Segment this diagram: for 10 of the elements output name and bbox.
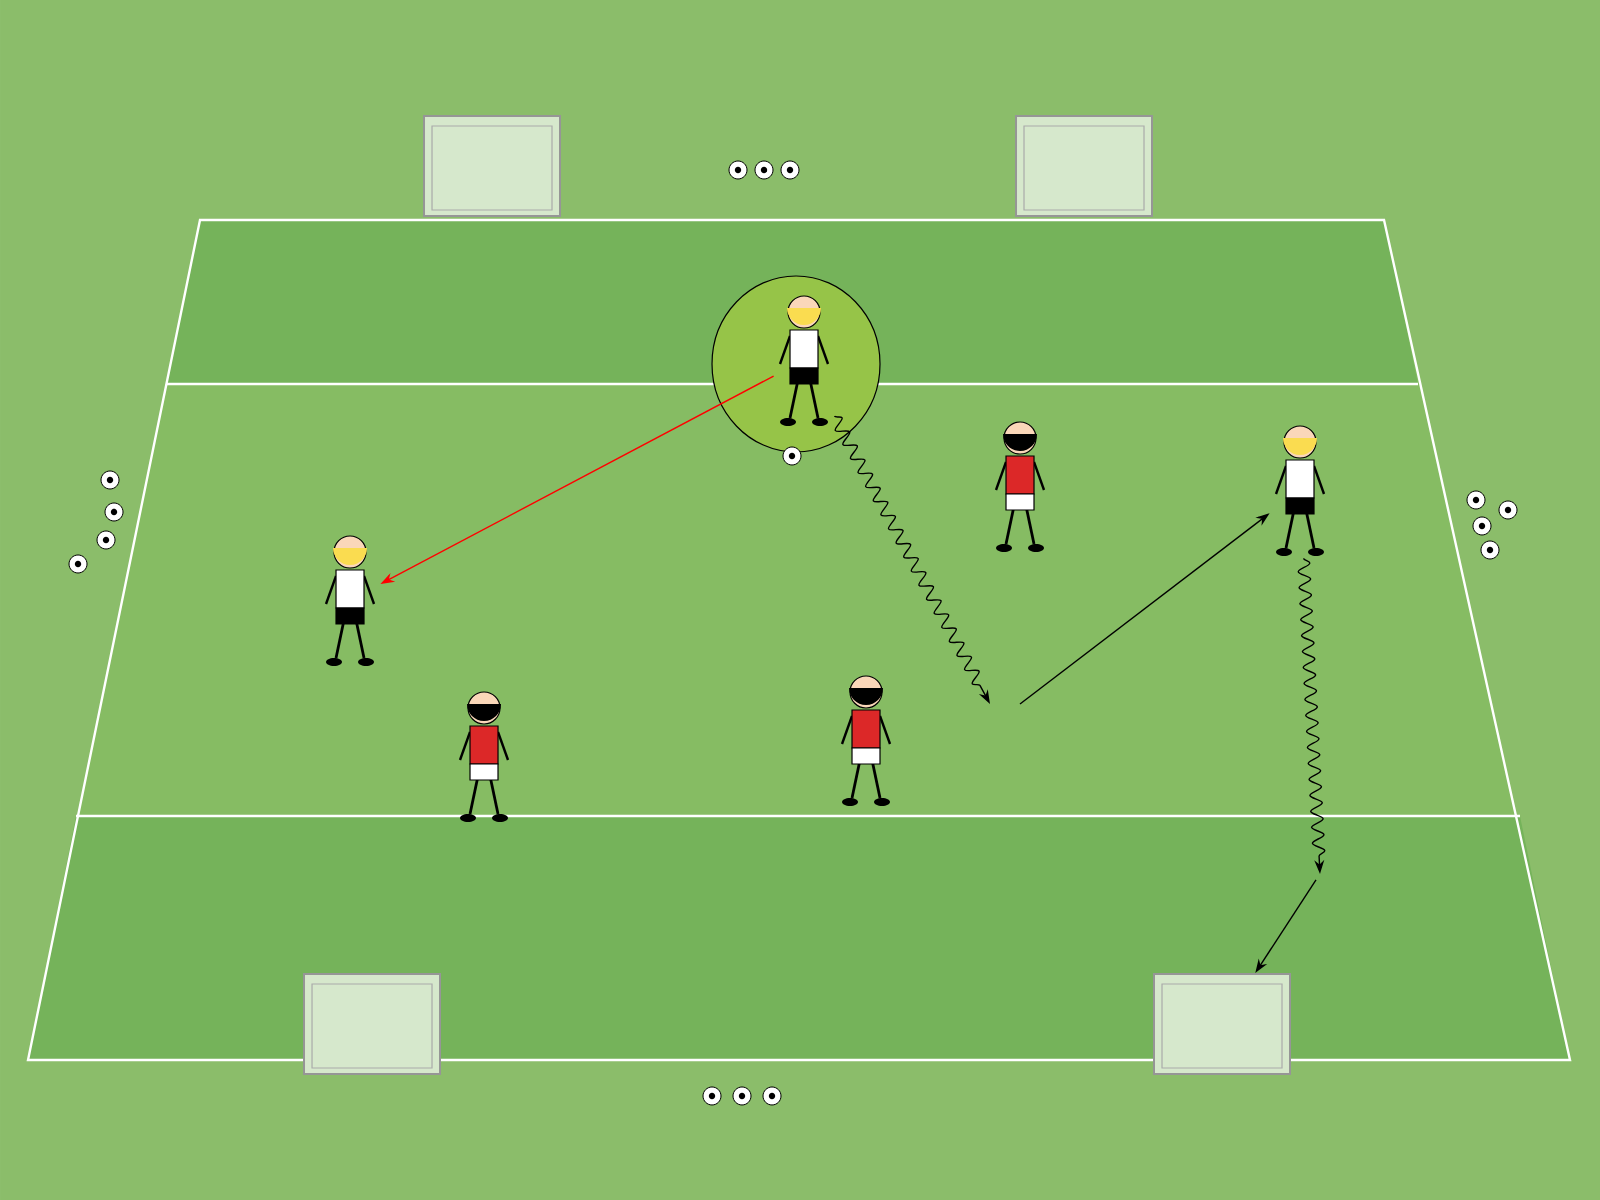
player-figure	[778, 295, 830, 426]
goal-drawing	[423, 115, 561, 217]
goal-drawing	[1015, 115, 1153, 217]
player-figure	[458, 691, 510, 822]
goal-drawing	[1153, 973, 1291, 1075]
player-figure	[1274, 425, 1326, 556]
player-figure	[994, 421, 1046, 552]
player-figure	[324, 535, 376, 666]
goal-drawing	[303, 973, 441, 1075]
player-figure	[840, 675, 892, 806]
